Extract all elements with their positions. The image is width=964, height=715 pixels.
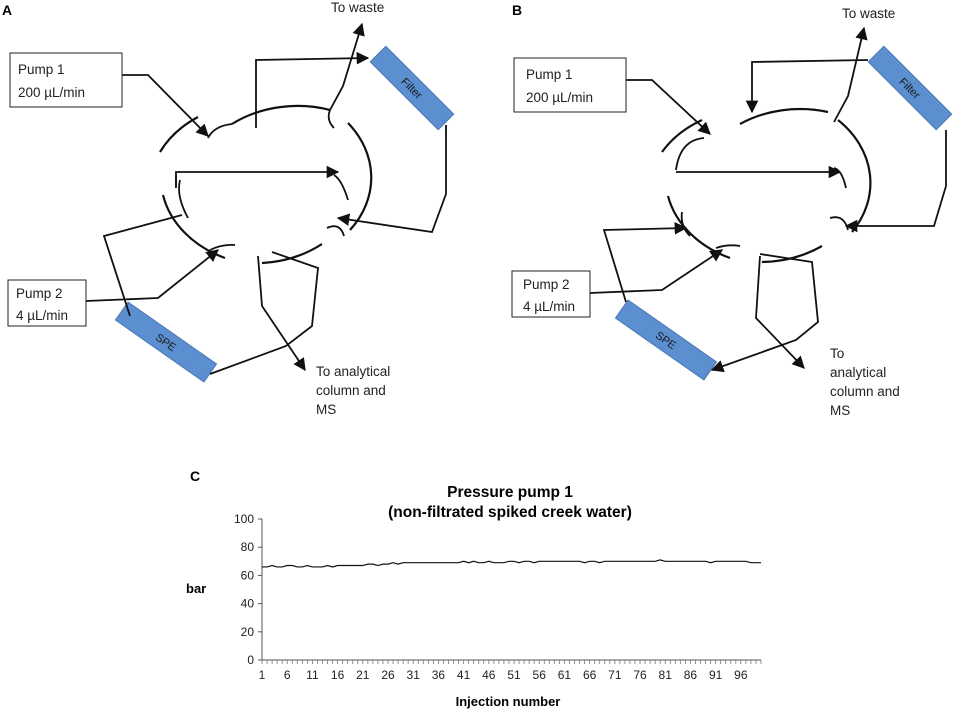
filter-to-valve-b	[745, 59, 869, 114]
pump2-a-flow: 4 µL/min	[16, 308, 68, 323]
filter-to-valve-a	[336, 125, 447, 233]
panel-a-letter: A	[2, 2, 12, 18]
spe-to-valve-a	[209, 251, 319, 375]
valve-a-ring	[159, 104, 373, 265]
filter-b-column: Filter	[867, 45, 953, 131]
pump1-b-box	[513, 57, 627, 113]
y-tick-label: 60	[241, 568, 255, 582]
waste-b-label: To waste	[842, 6, 895, 21]
pump2-b-flow: 4 µL/min	[523, 299, 575, 314]
panel-a: A Pump 1 200 µL/min Pump 2 4 µL/min Filt…	[2, 0, 455, 417]
pump2-a-name: Pump 2	[16, 286, 63, 301]
waste-a-label: To waste	[331, 0, 384, 15]
x-tick-label: 31	[407, 668, 421, 682]
valve-to-spe-a	[102, 214, 183, 317]
waste-a-line	[329, 22, 365, 111]
valve-a-channel	[175, 165, 340, 188]
pump1-b-name: Pump 1	[526, 67, 573, 82]
x-tick-label: 11	[306, 668, 319, 682]
spe-a-column: SPE	[114, 301, 218, 383]
pump1-a-line	[122, 74, 209, 137]
valve-a-port-hooks	[175, 109, 349, 251]
x-tick-label: 76	[633, 668, 647, 682]
pump2-b-name: Pump 2	[523, 277, 570, 292]
pump1-b-line	[626, 79, 711, 135]
x-tick-label: 71	[608, 668, 622, 682]
panel-b-letter: B	[512, 2, 522, 18]
y-axis-label: bar	[186, 581, 206, 596]
x-tick-label: 21	[356, 668, 370, 682]
series-line	[262, 559, 761, 568]
panel-b: B Pump 1 200 µL/min Pump 2 4 µL/min Filt…	[511, 2, 953, 418]
outlet-b-line4: MS	[830, 403, 850, 418]
y-tick-label: 80	[241, 540, 255, 554]
x-tick-label: 6	[284, 668, 291, 682]
pump1-a-box	[9, 52, 123, 108]
valve-b-port-hooks	[675, 137, 849, 249]
filter-out-b	[844, 130, 947, 233]
chart-title-line2: (non-filtrated spiked creek water)	[388, 504, 632, 521]
valve-to-spe-b	[602, 221, 688, 303]
outlet-b-line1: To	[830, 346, 844, 361]
outlet-b-line2: analytical	[830, 365, 886, 380]
x-tick-label: 36	[432, 668, 446, 682]
outlet-a-line3: MS	[316, 402, 336, 417]
x-tick-label: 41	[457, 668, 471, 682]
waste-b-line	[833, 26, 868, 123]
panel-c: C Pressure pump 1 (non-filtrated spiked …	[186, 468, 762, 709]
x-tick-label: 46	[482, 668, 496, 682]
panel-c-letter: C	[190, 468, 200, 484]
y-tick-label: 0	[247, 653, 254, 667]
pump2-b-box	[511, 270, 591, 318]
pump2-b-line	[589, 249, 724, 294]
pump1-a-name: Pump 1	[18, 62, 65, 77]
pump1-port-to-filter-a	[255, 51, 370, 128]
x-tick-label: 81	[659, 668, 673, 682]
outlet-b-line	[755, 255, 805, 369]
chart-title-line1: Pressure pump 1	[447, 484, 573, 501]
y-tick-label: 20	[241, 625, 255, 639]
outlet-a-line1: To analytical	[316, 364, 390, 379]
pump1-b-flow: 200 µL/min	[526, 90, 593, 105]
spe-b-column: SPE	[614, 299, 718, 381]
x-axis-label: Injection number	[456, 694, 561, 709]
pump2-a-box	[7, 279, 87, 327]
x-tick-label: 16	[331, 668, 345, 682]
x-tick-label: 66	[583, 668, 597, 682]
pump1-a-flow: 200 µL/min	[18, 85, 85, 100]
spe-to-valve-b	[710, 253, 819, 373]
x-tick-label: 56	[533, 668, 547, 682]
x-tick-label: 1	[259, 668, 266, 682]
x-tick-label: 61	[558, 668, 572, 682]
x-tick-label: 86	[684, 668, 698, 682]
x-tick-label: 96	[734, 668, 748, 682]
outlet-a-line2: column and	[316, 383, 386, 398]
x-tick-label: 91	[709, 668, 723, 682]
y-tick-label: 40	[241, 597, 255, 611]
outlet-a-line	[257, 255, 306, 372]
x-tick-label: 51	[507, 668, 521, 682]
filter-a-column: Filter	[369, 45, 455, 131]
pump2-a-line	[85, 249, 219, 302]
outlet-b-line3: column and	[830, 384, 900, 399]
valve-b-ring	[661, 107, 872, 264]
x-tick-label: 26	[381, 668, 395, 682]
y-tick-label: 100	[234, 512, 254, 526]
